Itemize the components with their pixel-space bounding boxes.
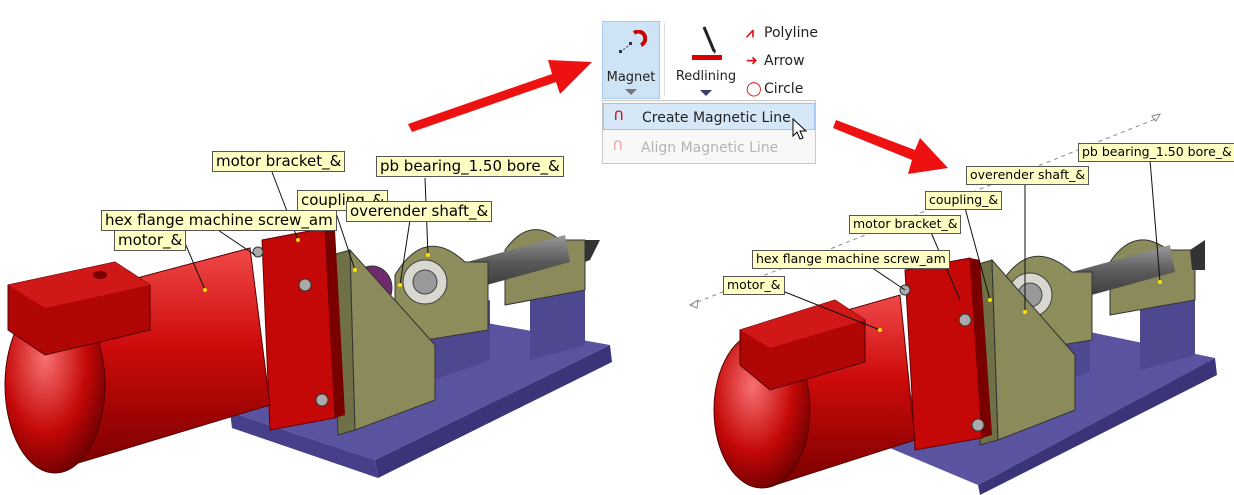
magnet-icon: ᑎ bbox=[614, 109, 624, 124]
menu-item-label: Align Magnetic Line bbox=[641, 140, 779, 156]
ribbon-separator bbox=[664, 23, 665, 95]
menu-item-create-magnetic-line[interactable]: ᑎ Create Magnetic Line bbox=[603, 103, 815, 130]
right-label-motor-bracket[interactable]: motor bracket_& bbox=[849, 215, 962, 234]
left-label-overender-shaft[interactable]: overender shaft_& bbox=[346, 201, 493, 222]
right-label-coupling[interactable]: coupling_& bbox=[925, 191, 1003, 210]
redlining-dropdown-arrow[interactable] bbox=[700, 90, 712, 96]
menu-item-align-magnetic-line: ᑎ Align Magnetic Line bbox=[603, 134, 815, 161]
polyline-icon: ⩘ bbox=[746, 25, 754, 41]
menu-item-label: Create Magnetic Line bbox=[642, 110, 791, 126]
magnet-button-label: Magnet bbox=[606, 70, 656, 85]
redlining-button-label: Redlining bbox=[675, 69, 737, 84]
magnet-dropdown-menu: ᑎ Create Magnetic Line ᑎ Align Magnetic … bbox=[602, 100, 816, 164]
magnet-button[interactable]: Magnet bbox=[602, 21, 660, 99]
magnet-dropdown-arrow[interactable] bbox=[625, 89, 637, 95]
polyline-label: Polyline bbox=[764, 25, 818, 41]
right-label-overender-shaft[interactable]: overender shaft_& bbox=[966, 166, 1090, 185]
ribbon-panel: Magnet Redlining ⩘ Polyline ➜ Arrow ◯Circl… bbox=[596, 19, 818, 99]
redlining-icon bbox=[692, 26, 722, 60]
redlining-button[interactable]: Redlining bbox=[670, 21, 742, 99]
circle-tool[interactable]: ◯Circle bbox=[746, 81, 803, 97]
right-label-motor[interactable]: motor_& bbox=[723, 276, 785, 295]
circle-label: Circle bbox=[764, 81, 804, 97]
arrow-label: Arrow bbox=[764, 53, 805, 69]
left-label-pb-bearing[interactable]: pb bearing_1.50 bore_& bbox=[376, 156, 564, 177]
left-label-motor[interactable]: motor_& bbox=[114, 230, 187, 251]
arrow-icon: ➜ bbox=[746, 53, 758, 69]
right-label-hex-flange[interactable]: hex flange machine screw_am bbox=[752, 250, 950, 269]
arrow-tool[interactable]: ➜ Arrow bbox=[746, 53, 805, 69]
magnet-icon bbox=[619, 30, 647, 53]
red-arrow-2 bbox=[833, 120, 948, 174]
left-label-hex-flange[interactable]: hex flange machine screw_am bbox=[101, 210, 337, 231]
left-assembly bbox=[4, 171, 612, 478]
right-label-pb-bearing[interactable]: pb bearing_1.50 bore_& bbox=[1078, 143, 1234, 162]
left-label-motor-bracket[interactable]: motor bracket_& bbox=[212, 151, 346, 172]
polyline-tool[interactable]: ⩘ Polyline bbox=[746, 25, 818, 41]
magnet-icon: ᑎ bbox=[613, 139, 623, 154]
circle-icon: ◯ bbox=[746, 81, 762, 97]
red-arrow-1 bbox=[408, 60, 592, 132]
mouse-cursor-icon bbox=[792, 118, 808, 140]
right-assembly bbox=[688, 113, 1217, 495]
